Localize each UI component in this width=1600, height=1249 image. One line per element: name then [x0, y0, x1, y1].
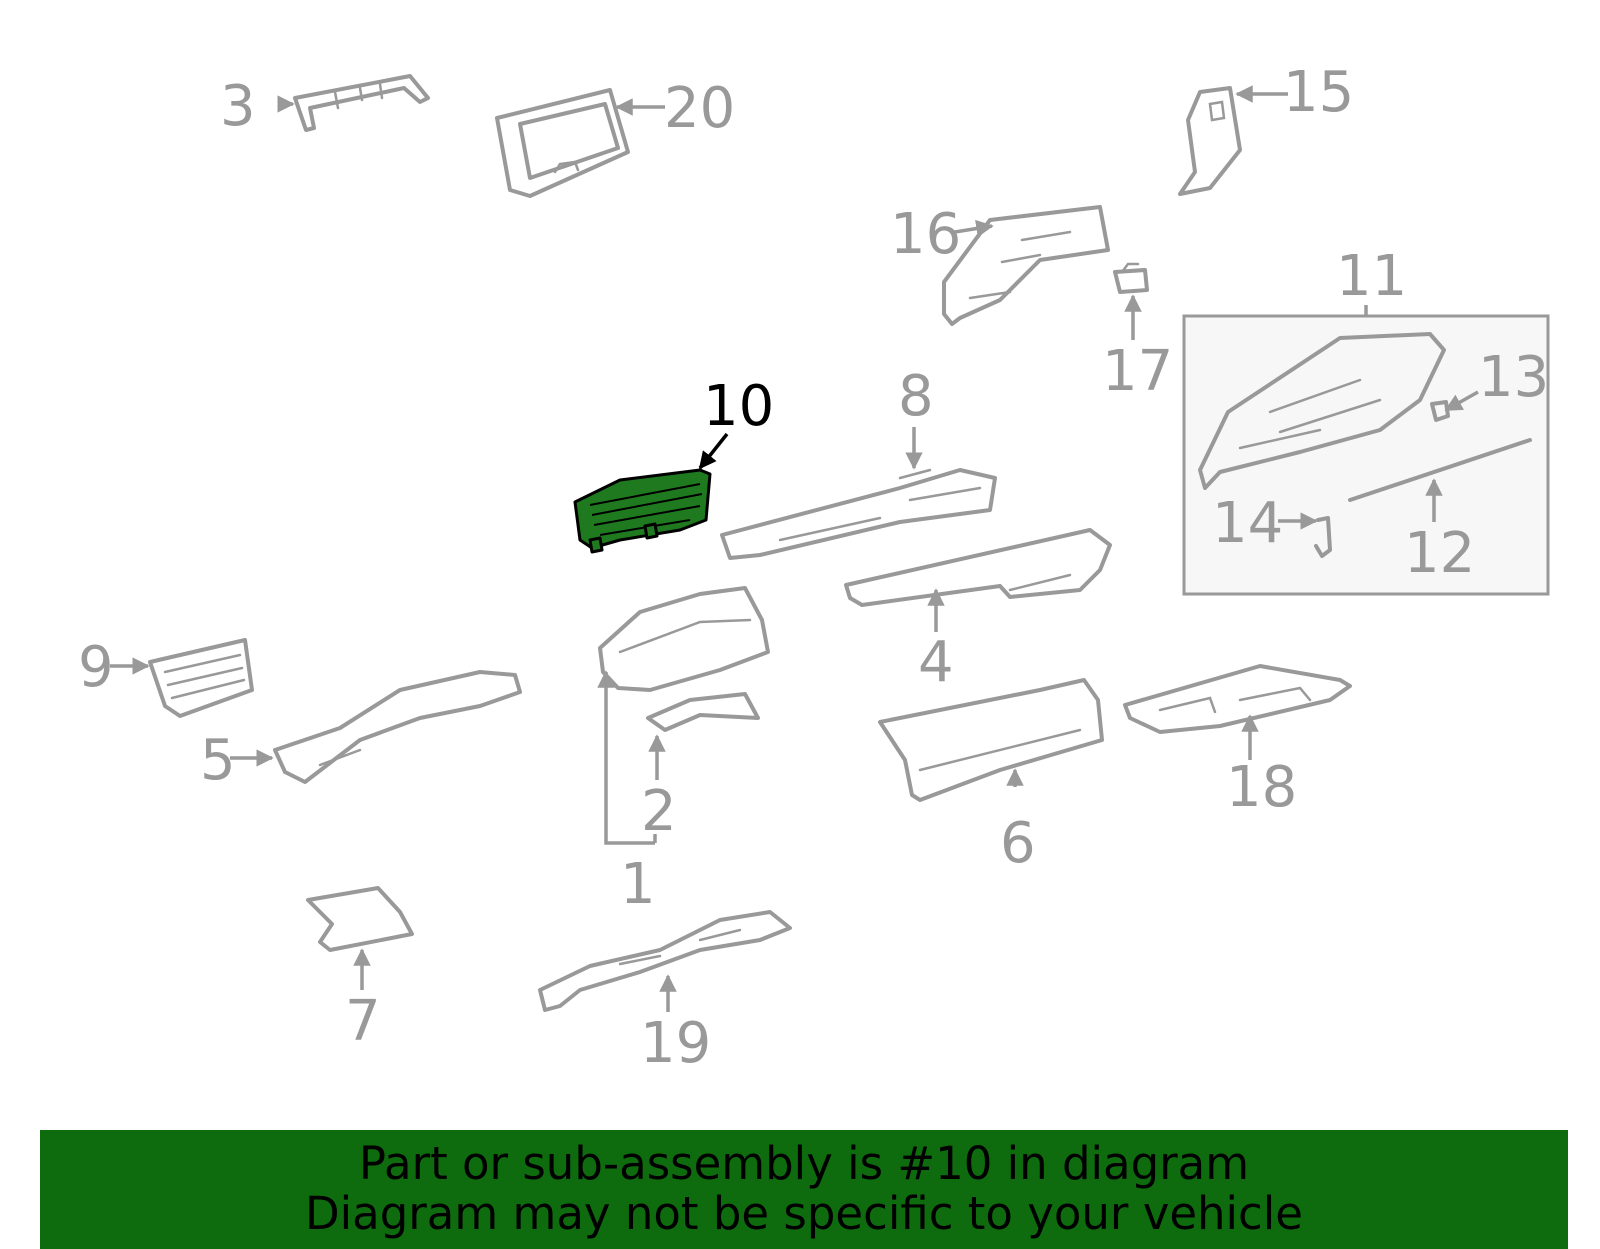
parts-diagram: 3 20 15 16 17 11 13 14 12	[78, 60, 1550, 1076]
callout-12: 12	[1404, 521, 1475, 586]
callout-11: 11	[1336, 244, 1407, 309]
part-10-vent-assembly	[573, 468, 712, 554]
part-7-small-cover	[306, 886, 414, 952]
part-11-box	[1182, 305, 1550, 596]
callout-5: 5	[200, 728, 236, 793]
part-8-long-vent	[720, 468, 997, 560]
part-3-bracket	[293, 74, 430, 132]
leader-16	[954, 219, 994, 238]
part-16-lower-trim	[942, 205, 1110, 326]
part-20-display-frame	[495, 88, 630, 198]
callout-9: 9	[78, 635, 114, 700]
callout-20: 20	[664, 76, 735, 141]
callout-4: 4	[918, 630, 954, 695]
part-4-garnish	[844, 528, 1112, 607]
callout-8: 8	[898, 364, 934, 429]
info-banner: Part or sub-assembly is #10 in diagram D…	[40, 1130, 1568, 1249]
leader-10	[698, 432, 729, 470]
callout-15: 15	[1283, 60, 1354, 125]
callout-1: 1	[620, 852, 656, 917]
callout-19: 19	[640, 1011, 711, 1076]
callout-7: 7	[345, 989, 381, 1054]
banner-line-2: Diagram may not be specific to your vehi…	[305, 1187, 1303, 1240]
part-9-side-vent	[148, 638, 254, 718]
leader-1	[597, 670, 655, 845]
part-5-left-trim	[273, 670, 522, 784]
callout-18: 18	[1226, 755, 1297, 820]
callout-16: 16	[890, 202, 961, 267]
part-6-glovebox-door	[878, 678, 1104, 802]
callout-10: 10	[703, 374, 774, 439]
part-18-console-tray	[1123, 664, 1352, 734]
part-1-cluster-hood	[598, 586, 770, 692]
part-19-reinforcement	[538, 910, 792, 1012]
callout-13: 13	[1478, 345, 1549, 410]
part-17-clip	[1113, 262, 1149, 294]
leader-13	[1444, 390, 1479, 412]
banner-line-1: Part or sub-assembly is #10 in diagram	[358, 1137, 1250, 1190]
callout-17: 17	[1102, 339, 1173, 404]
part-2-cluster-lower	[646, 692, 760, 732]
callout-3: 3	[220, 74, 256, 139]
part-15-side-trim	[1178, 86, 1242, 196]
callout-2: 2	[641, 779, 677, 844]
callout-6: 6	[1000, 811, 1036, 876]
callout-14: 14	[1212, 491, 1283, 556]
